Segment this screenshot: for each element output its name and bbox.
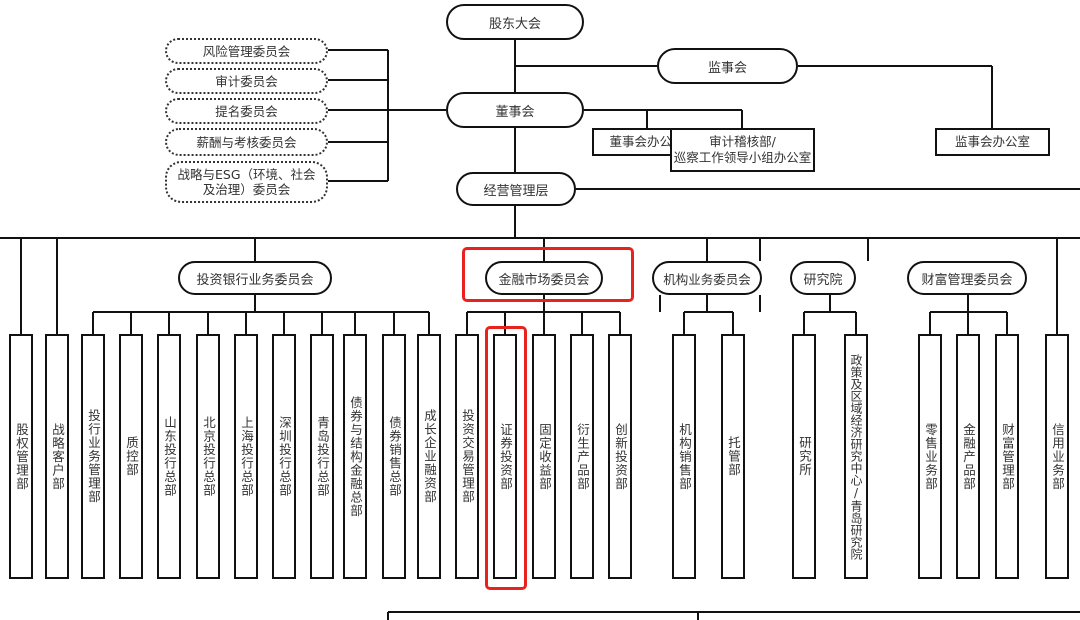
dept-beijing-ib: 北京投行总部 — [196, 334, 220, 579]
dept-retail-business: 零售业务部 — [918, 334, 942, 579]
dept-securities-investment: 证券投资部 — [493, 334, 517, 579]
supervisory-office: 监事会办公室 — [935, 128, 1050, 156]
remuneration-committee: 薪酬与考核委员会 — [165, 128, 328, 156]
board-of-directors-node: 董事会 — [446, 92, 584, 128]
dept-investment-trading-management: 投资交易管理部 — [455, 334, 479, 579]
financial-markets-committee: 金融市场委员会 — [485, 261, 603, 295]
dept-derivatives: 衍生产品部 — [570, 334, 594, 579]
dept-research: 研究所 — [792, 334, 816, 579]
dept-strategic-clients: 战略客户部 — [45, 334, 69, 579]
dept-shanghai-ib: 上海投行总部 — [234, 334, 258, 579]
management-node: 经营管理层 — [456, 172, 576, 206]
dept-bond-sales: 债券销售总部 — [382, 334, 406, 579]
institutional-business-committee: 机构业务委员会 — [652, 261, 762, 295]
research-institute-node: 研究院 — [790, 261, 856, 295]
investment-banking-committee: 投资银行业务委员会 — [178, 261, 332, 295]
dept-fixed-income: 固定收益部 — [532, 334, 556, 579]
audit-office-line1: 审计稽核部/ — [709, 134, 776, 149]
dept-policy-regional-research: 政策及区域经济研究中心/青岛研究院 — [844, 334, 868, 579]
dept-growth-enterprise-financing: 成长企业融资部 — [417, 334, 441, 579]
dept-shandong-ib: 山东投行总部 — [157, 334, 181, 579]
dept-qingdao-ib: 青岛投行总部 — [310, 334, 334, 579]
wealth-management-committee: 财富管理委员会 — [907, 261, 1027, 295]
highlight-securities-investment-dept — [485, 326, 527, 590]
audit-committee: 审计委员会 — [165, 68, 328, 94]
supervisory-board-node: 监事会 — [657, 48, 798, 84]
shareholders-meeting-node: 股东大会 — [446, 4, 584, 40]
dept-institutional-sales: 机构销售部 — [672, 334, 696, 579]
dept-quality-control: 质控部 — [119, 334, 143, 579]
audit-office-line2: 巡察工作领导小组办公室 — [673, 150, 812, 165]
dept-wealth-management: 财富管理部 — [995, 334, 1019, 579]
audit-inspection-office: 审计稽核部/ 巡察工作领导小组办公室 — [670, 128, 815, 172]
strategy-esg-committee: 战略与ESG（环境、社会及治理）委员会 — [165, 161, 328, 203]
dept-credit-business: 信用业务部 — [1045, 334, 1069, 579]
dept-custody: 托管部 — [721, 334, 745, 579]
dept-innovation-investment: 创新投资部 — [608, 334, 632, 579]
dept-financial-products: 金融产品部 — [956, 334, 980, 579]
dept-equity-management: 股权管理部 — [9, 334, 33, 579]
dept-ib-business-management: 投行业务管理部 — [81, 334, 105, 579]
highlight-financial-markets-committee — [462, 247, 634, 302]
risk-management-committee: 风险管理委员会 — [165, 38, 328, 64]
nomination-committee: 提名委员会 — [165, 98, 328, 124]
dept-bond-structured-finance: 债券与结构金融总部 — [343, 334, 367, 579]
dept-shenzhen-ib: 深圳投行总部 — [272, 334, 296, 579]
